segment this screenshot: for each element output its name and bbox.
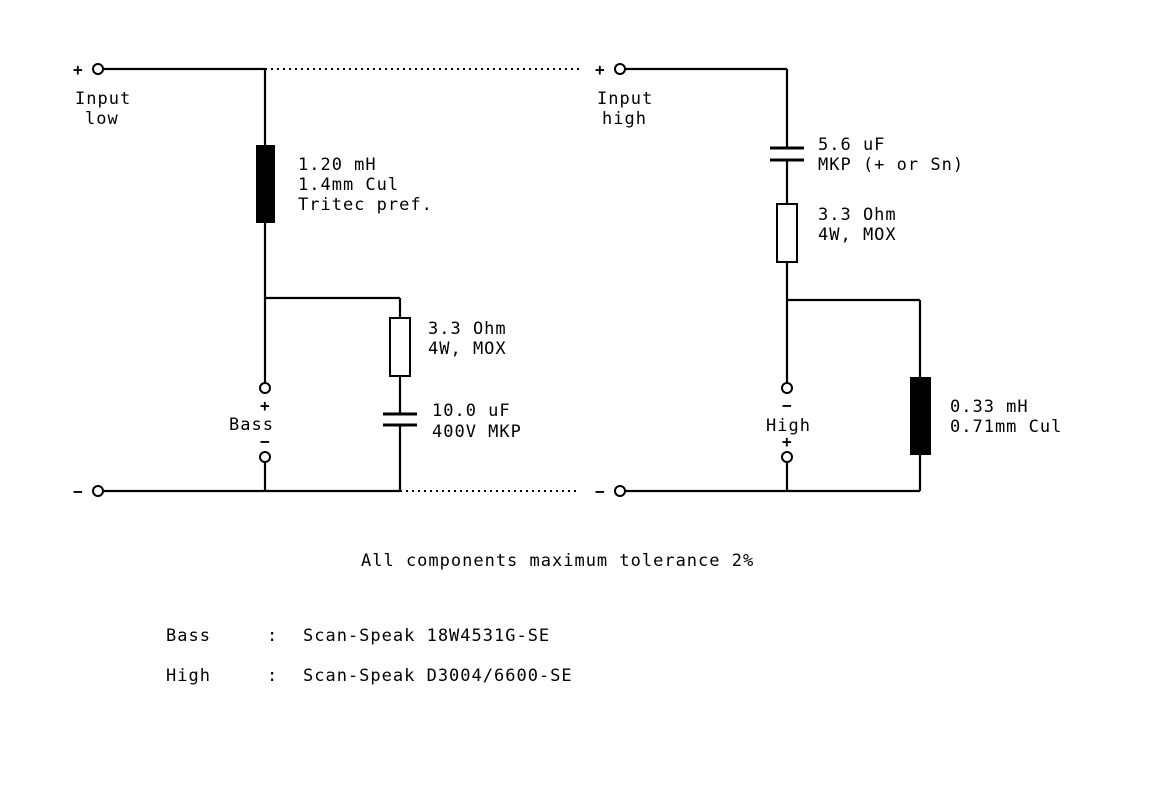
- input-low-label-line2: low: [85, 109, 119, 129]
- capacitor-high-type-label: MKP (+ or Sn): [818, 155, 964, 175]
- driver-list-bass-sep: :: [267, 626, 278, 646]
- resistor-low-type-label: 4W, MOX: [428, 339, 507, 359]
- input-high-minus-terminal: [614, 485, 626, 497]
- bass-minus-sign: −: [260, 432, 270, 451]
- capacitor-low-type-label: 400V MKP: [432, 422, 522, 442]
- input-high-label-line1: Input: [597, 89, 653, 109]
- inductor-low-value-label: 1.20 mH: [298, 155, 377, 175]
- capacitor-low-value-label: 10.0 uF: [432, 401, 511, 421]
- input-high-minus-sign: −: [595, 482, 605, 501]
- resistor-high-3-3ohm: [776, 203, 798, 263]
- input-low-plus-terminal: [92, 63, 104, 75]
- high-minus-terminal: [781, 382, 793, 394]
- inductor-0-33mh: [910, 377, 931, 455]
- driver-list-high-name: High: [166, 666, 211, 686]
- driver-list-high-sep: :: [267, 666, 278, 686]
- resistor-low-3-3ohm: [389, 317, 411, 377]
- high-plus-terminal: [781, 451, 793, 463]
- high-minus-sign: −: [782, 396, 792, 415]
- tolerance-note: All components maximum tolerance 2%: [361, 551, 754, 571]
- inductor-1-20mh: [256, 145, 275, 223]
- bass-driver-label: Bass: [229, 415, 274, 435]
- inductor-low-wire-label: 1.4mm Cul: [298, 175, 399, 195]
- input-high-plus-sign: +: [595, 60, 605, 79]
- input-low-plus-sign: +: [73, 60, 83, 79]
- high-plus-sign: +: [782, 432, 792, 451]
- driver-list-high-model: Scan-Speak D3004/6600-SE: [303, 666, 573, 686]
- input-low-minus-sign: −: [73, 482, 83, 501]
- low-pass-wiring: [103, 67, 580, 493]
- inductor-low-pref-label: Tritec pref.: [298, 195, 433, 215]
- resistor-high-type-label: 4W, MOX: [818, 225, 897, 245]
- inductor-high-value-label: 0.33 mH: [950, 397, 1029, 417]
- capacitor-10uf: [383, 412, 417, 427]
- bass-plus-terminal: [259, 382, 271, 394]
- high-driver-label: High: [766, 416, 811, 436]
- high-pass-wiring: [625, 67, 922, 493]
- driver-list-bass-name: Bass: [166, 626, 211, 646]
- input-high-label-line2: high: [602, 109, 647, 129]
- bass-plus-sign: +: [260, 396, 270, 415]
- resistor-high-value-label: 3.3 Ohm: [818, 205, 897, 225]
- bass-minus-terminal: [259, 451, 271, 463]
- driver-list-bass-model: Scan-Speak 18W4531G-SE: [303, 626, 550, 646]
- capacitor-high-value-label: 5.6 uF: [818, 135, 885, 155]
- input-low-minus-terminal: [92, 485, 104, 497]
- capacitor-5-6uf: [770, 146, 804, 162]
- input-high-plus-terminal: [614, 63, 626, 75]
- input-low-label-line1: Input: [75, 89, 131, 109]
- resistor-low-value-label: 3.3 Ohm: [428, 319, 507, 339]
- inductor-high-wire-label: 0.71mm Cul: [950, 417, 1062, 437]
